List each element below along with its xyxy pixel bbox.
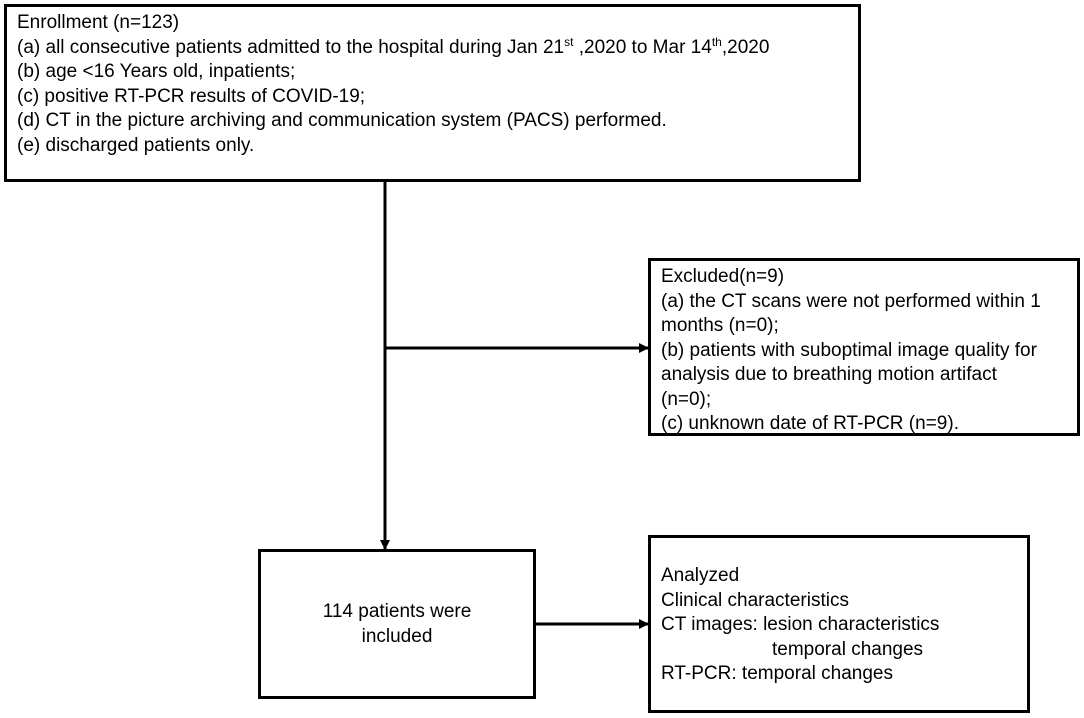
analyzed-title: Analyzed [661,565,740,586]
criterion-a-superscript-st: st [564,34,574,49]
excluded-line: (b) patients with suboptimal image quali… [661,339,1037,361]
criterion-a-superscript-th: th [711,34,722,49]
analyzed-line: temporal changes [772,638,924,660]
excluded-line: analysis due to breathing motion artifac… [661,364,997,385]
analyzed-line: RT-PCR: temporal changes [661,663,893,684]
excluded-line: months (n=0); [661,315,779,336]
enrollment-title: Enrollment (n=123) [17,12,180,33]
analyzed-box: Analyzed Clinical characteristics CT ima… [648,535,1030,713]
included-text: 114 patients were included [322,601,472,647]
enrollment-criterion-d: (d) CT in the picture archiving and comm… [17,110,667,131]
excluded-title: Excluded(n=9) [661,266,785,287]
criterion-a-text-mid: ,2020 to Mar 14 [573,36,712,58]
excluded-line: (n=0); [661,388,712,410]
enrollment-box: Enrollment (n=123) (a) all consecutive p… [4,4,861,182]
analyzed-line: CT images: lesion characteristics [661,614,940,635]
included-box: 114 patients were included [258,549,536,699]
excluded-line: (a) the CT scans were not performed with… [661,290,1041,312]
excluded-line: (c) unknown date of RT-PCR (n=9). [661,413,959,434]
analyzed-line: Clinical characteristics [661,589,849,611]
excluded-box: Excluded(n=9) (a) the CT scans were not … [648,258,1080,436]
enrollment-criterion-c: (c) positive RT-PCR results of COVID-19; [17,85,366,107]
enrollment-criterion-e: (e) discharged patients only. [17,134,255,156]
enrollment-criterion-b: (b) age <16 Years old, inpatients; [17,61,296,82]
enrollment-criterion-a: (a) all consecutive patients admitted to… [17,36,858,61]
criterion-a-text-end: ,2020 [721,36,770,58]
criterion-a-text-start: (a) all consecutive patients admitted to… [17,36,565,58]
